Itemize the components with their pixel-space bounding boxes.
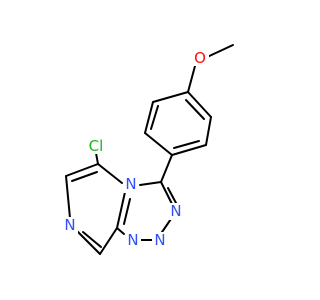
bond-layer [65,44,234,255]
oxygen-label: O [194,49,206,67]
bond-phenyl-double-2 [173,140,200,149]
bond-phenyl-5 [144,101,154,134]
bond-fused-double [123,198,131,225]
chlorine-atom: Cl [84,137,109,155]
bond-fused-carbons [116,191,126,229]
bond-triazole-c-nright [160,181,174,207]
bond-phenyl-2 [205,116,212,146]
bond-carbon-chlorine [95,152,99,165]
bond-triazole-c-nbridge [139,181,162,186]
bond-nbridge-cchloro [97,163,123,184]
pyrazine-nitrogen-label: N [64,216,75,234]
atom-label-layer: O Cl N N N N N [62,49,209,249]
bond-npyrazine-ch-double [82,231,102,248]
bridge-nitrogen-atom: N [123,175,139,193]
bond-phenyl-double-1 [185,99,205,120]
triazole-n-bottom-label: N [154,231,165,249]
oxygen-atom: O [192,49,209,67]
bond-oxygen-phenyl [187,65,196,93]
triazole-n-left-atom: N [125,231,141,249]
bond-triazole-nleft-cfused [116,227,125,235]
bond-ch-npyrazine [65,175,71,219]
structure-diagram: O Cl N N N N N [62,44,234,255]
bond-cchloro-ch-double [71,171,98,182]
bond-cchloro-ch [65,163,99,177]
triazole-n-left-label: N [127,231,138,249]
triazole-n-right-atom: N [168,202,184,220]
bond-ch-cfused [99,227,118,255]
bond-methyl-oxygen [204,44,234,59]
bond-phenyl-6 [152,91,189,103]
bond-phenyl-4 [144,132,173,156]
bond-phenyl-triazole [160,154,173,183]
bond-npyrazine-ch [75,229,101,255]
bond-phenyl-1 [187,91,212,118]
bond-phenyl-double-3 [150,105,159,130]
pyrazine-nitrogen-atom: N [62,216,78,234]
chlorine-label: Cl [89,137,104,155]
triazole-n-right-label: N [170,202,181,220]
bridge-nitrogen-label: N [125,175,136,193]
molecule-drawing: O Cl N N N N N [62,44,234,255]
bond-phenyl-3 [171,144,207,156]
bond-triazole-double-c-n [167,187,177,204]
triazole-n-bottom-atom: N [152,231,168,249]
